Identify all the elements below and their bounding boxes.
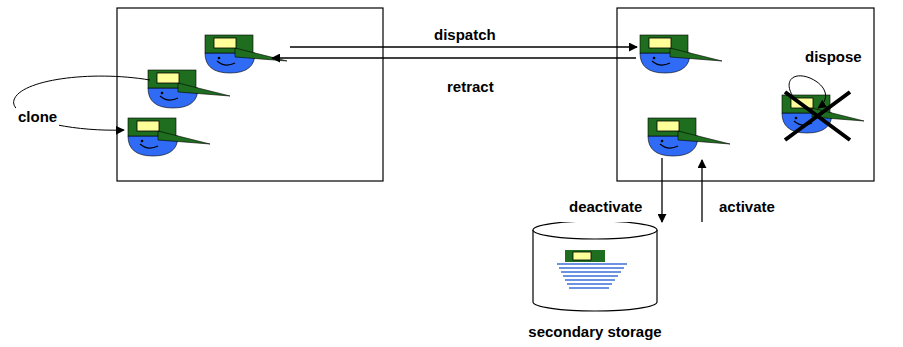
agent-icon xyxy=(128,118,210,156)
deactivate-arrow xyxy=(661,158,662,222)
activate-label: activate xyxy=(717,198,777,216)
dispose-label: dispose xyxy=(803,48,864,66)
retract-label: retract xyxy=(445,78,496,96)
agent-icon xyxy=(148,70,230,108)
retract-arrow xyxy=(272,57,636,58)
host-box xyxy=(617,8,874,181)
clone-loop xyxy=(14,76,150,130)
clone-label: clone xyxy=(16,108,59,126)
agent-icon xyxy=(648,118,730,156)
dispatch-label: dispatch xyxy=(432,26,498,44)
activate-arrow xyxy=(701,160,702,222)
storage-cylinder: secondary storage xyxy=(506,222,684,345)
storage-caption: secondary storage xyxy=(506,323,684,341)
host-box xyxy=(117,8,383,181)
dispose-loop xyxy=(789,76,825,108)
agent-icon xyxy=(205,35,287,73)
agent-icon xyxy=(640,35,722,73)
dispatch-arrow xyxy=(290,46,637,47)
deactivate-label: deactivate xyxy=(567,198,644,216)
